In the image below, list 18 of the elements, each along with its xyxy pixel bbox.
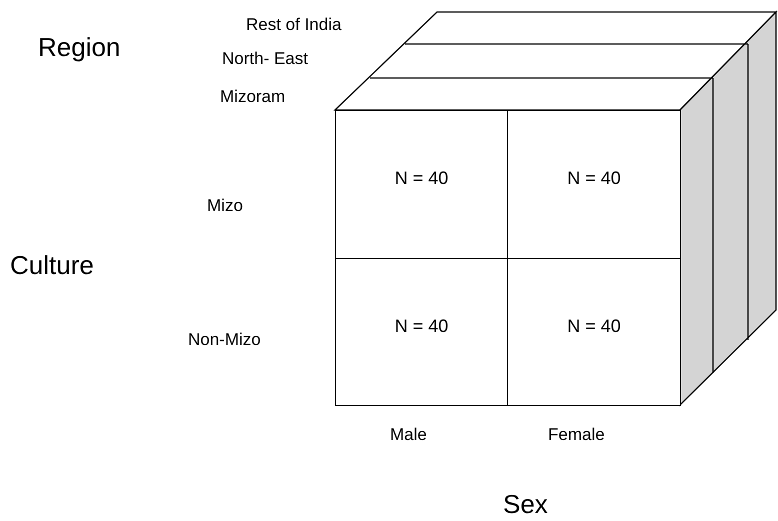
table-cell <box>507 258 681 406</box>
axis-title: Region <box>38 31 120 64</box>
axis-label: Mizoram <box>220 86 286 108</box>
axis-title: Sex <box>503 488 548 521</box>
table-cell <box>335 258 508 406</box>
axis-label: Female <box>548 424 605 446</box>
cell-value: N = 40 <box>567 167 621 190</box>
axis-label: North- East <box>222 48 308 70</box>
axis-label: Non-Mizo <box>188 329 261 351</box>
axis-title: Culture <box>10 249 94 282</box>
table-cell <box>335 110 508 259</box>
cell-value: N = 40 <box>567 314 621 338</box>
table-cell <box>507 110 681 259</box>
cell-value: N = 40 <box>394 314 448 338</box>
axis-label: Mizo <box>207 195 243 217</box>
cell-value: N = 40 <box>394 167 448 190</box>
axis-label: Male <box>390 424 427 446</box>
axis-label: Rest of India <box>246 14 342 36</box>
